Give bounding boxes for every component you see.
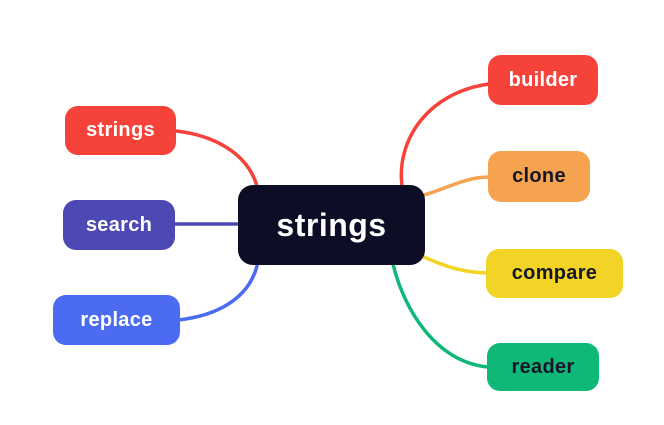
node-reader-label: reader [511, 355, 575, 378]
node-search-label: search [85, 213, 153, 236]
node-clone[interactable]: clone [488, 151, 590, 202]
node-root-strings[interactable]: strings [238, 185, 425, 265]
edge-builder [399, 82, 491, 188]
edge-reader [391, 262, 490, 369]
node-replace[interactable]: replace [53, 295, 180, 345]
node-clone-label: clone [512, 165, 566, 187]
node-root-strings-label: strings [276, 206, 387, 243]
node-strings-left[interactable]: strings [65, 106, 176, 155]
node-compare-label: compare [511, 262, 598, 284]
node-strings-left-label: strings [86, 119, 155, 141]
node-builder[interactable]: builder [488, 55, 598, 105]
node-search[interactable]: search [63, 200, 175, 250]
edge-replace [176, 264, 259, 322]
node-builder-label: builder [508, 68, 578, 91]
edge-compare [422, 255, 491, 275]
node-compare[interactable]: compare [486, 249, 623, 298]
node-replace-label: replace [80, 308, 153, 331]
edge-strings-left [174, 129, 259, 188]
edge-clone [422, 175, 491, 197]
node-reader[interactable]: reader [487, 343, 599, 391]
